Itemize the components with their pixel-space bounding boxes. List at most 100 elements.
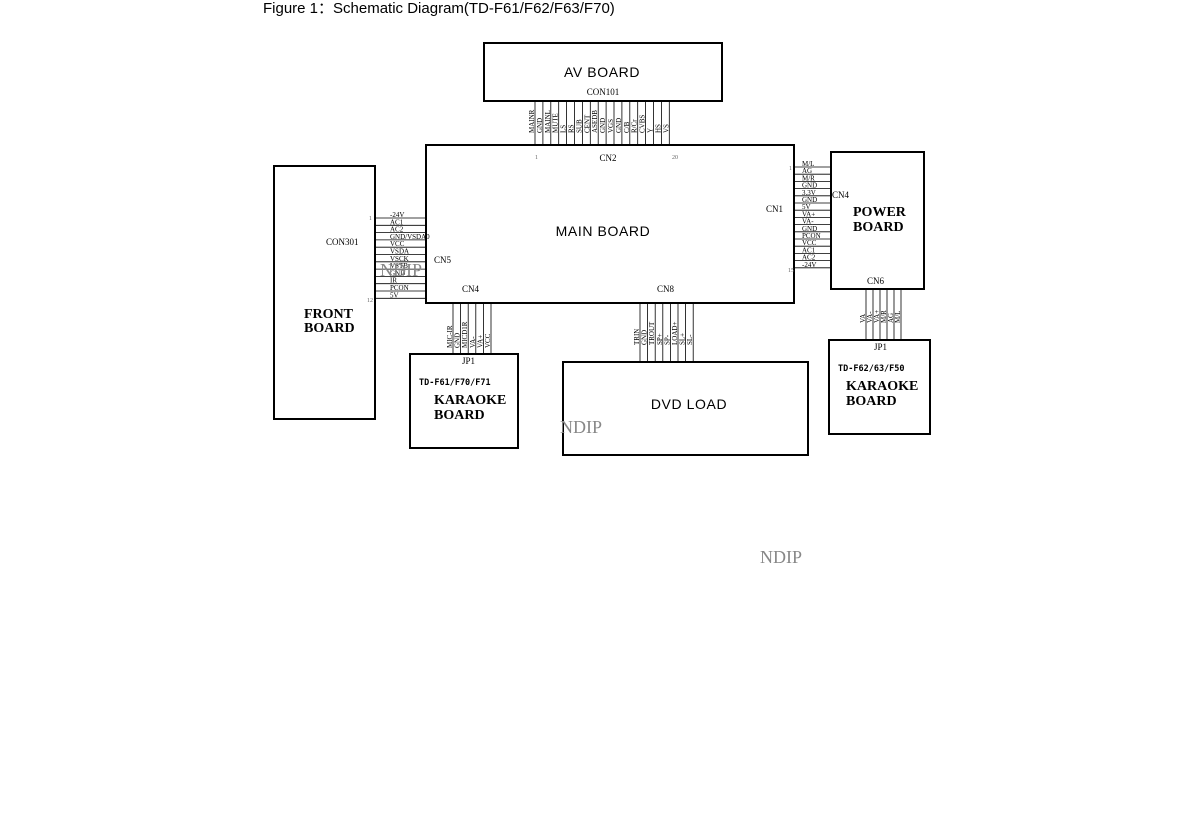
pin-label: IR [390,277,397,285]
pin-label: 3.3V [802,189,816,197]
pin-label: AC2 [390,226,404,234]
front-wire-bundle: -24VAC1AC2GND/VSDA0VCCVSDAVSCKVSTBGNDIRP… [375,211,430,299]
pin-label: GND [802,182,817,190]
pin-label: SP- [663,334,671,345]
figure-title: Figure 1：Schematic Diagram(TD-F61/F62/F6… [263,0,615,17]
jp1-left-label: JP1 [462,356,475,366]
pin-label: HS [654,124,662,133]
pin-label: CVBS [639,115,647,133]
pin-label: VA- [802,218,814,226]
watermark: NDIP [380,260,422,280]
pin-label: LOAD+ [671,322,679,345]
pin-label: -24V [390,211,404,219]
pin-label: GND [599,118,607,133]
watermark: NDIP [760,547,802,567]
main-board [425,144,795,304]
pin-label: GND [802,225,817,233]
pin-label: GND [615,118,623,133]
front-board-label-2: BOARD [304,321,355,336]
pin-label: GND [641,330,649,345]
con301-label: CON301 [326,237,359,247]
pin-label: VGS [607,119,615,133]
karaoke-right-model: TD-F62/63/F50 [838,364,905,374]
pin-label: TRIN [633,329,641,345]
karaoke-left-label-1: KARAOKE [434,393,506,408]
power-board-label-2: BOARD [853,220,904,235]
pin-label: LS [560,125,568,133]
pin-label: 5V [802,203,811,211]
pin-label: AC2 [802,254,816,262]
cn1-pin-first: 1 [789,166,792,172]
pin-label: VA- [866,311,874,323]
cn5-pin-first: 1 [369,216,372,222]
pin-label: TROUT [648,321,656,345]
power-board [830,151,925,290]
pin-label: VA+ [802,210,815,218]
cn8-label: CN8 [657,284,675,294]
pin-label: VCC [802,239,817,247]
pin-label: VA- [469,336,477,348]
pin-label: AG [802,167,812,175]
pin-label: VSCK [390,255,409,263]
pin-label: MICD1R [461,321,469,348]
pin-label: AG [887,313,895,323]
pin-label: VA [859,314,867,323]
karaoke-board-left [409,353,519,449]
con101-label: CON101 [587,87,620,97]
pin-label: SP+ [656,333,664,345]
watermark: NDIP [560,417,602,437]
pin-label: M/L [894,311,902,323]
cn2-pin-last: 20 [672,155,678,161]
pin-label: M/R [880,310,888,323]
front-board-label-1: FRONT [304,307,354,322]
karaoke-right-label-2: BOARD [846,394,897,409]
pin-label: MAINR [528,109,536,133]
pin-label: M/L [802,160,814,168]
pin-label: -24V [802,261,816,269]
pin-label: GND [390,269,405,277]
pin-label: 5V [390,291,399,299]
pin-label: PCON [390,284,409,292]
cn4-main-label: CN4 [462,284,480,294]
pin-label: VSDA [390,248,409,256]
power-wire-bundle: M/LAGM/RGND3.3VGND5VVA+VA-GNDPCONVCCAC1A… [794,160,831,269]
av-board-label: AV BOARD [564,64,640,80]
cn4-power-label: CN4 [832,190,850,200]
pin-label: VA+ [476,335,484,348]
karaoke-left-label-2: BOARD [434,408,485,423]
cn2-pin-first: 1 [535,155,538,161]
power-board-label-1: POWER [853,205,907,220]
pin-label: CENT [583,114,591,133]
pin-label: VCC [484,333,492,348]
pin-label: GND/VSDA0 [390,233,430,241]
pin-label: VA+ [873,310,881,323]
cn1-label: CN1 [766,204,783,214]
pin-label: GND [802,196,817,204]
pin-label: R/Cr [631,119,639,133]
pin-label: M/R [802,174,815,182]
cn6-label: CN6 [867,276,885,286]
jp1-right-label: JP1 [874,342,887,352]
pin-label: MUTE [552,113,560,133]
pin-label: RS [568,124,576,133]
pin-label: C/B [623,121,631,133]
pin-label: MAINL [544,110,552,133]
pin-label: ASEDB [591,110,599,133]
pin-label: SUB [575,119,583,133]
pin-label: PCON [802,232,821,240]
karaoke-left-model: TD-F61/F70/F71 [419,378,491,388]
pin-label: AC1 [390,218,404,226]
pin-label: VSTB [390,262,408,270]
pin-label: AC1 [802,246,816,254]
pin-label: SL- [686,334,694,345]
front-board [273,165,376,420]
pin-label: GND [536,118,544,133]
karaoke-board-right [828,339,931,435]
dvd-load-label: DVD LOAD [651,396,727,412]
pin-label: GND [454,333,462,348]
